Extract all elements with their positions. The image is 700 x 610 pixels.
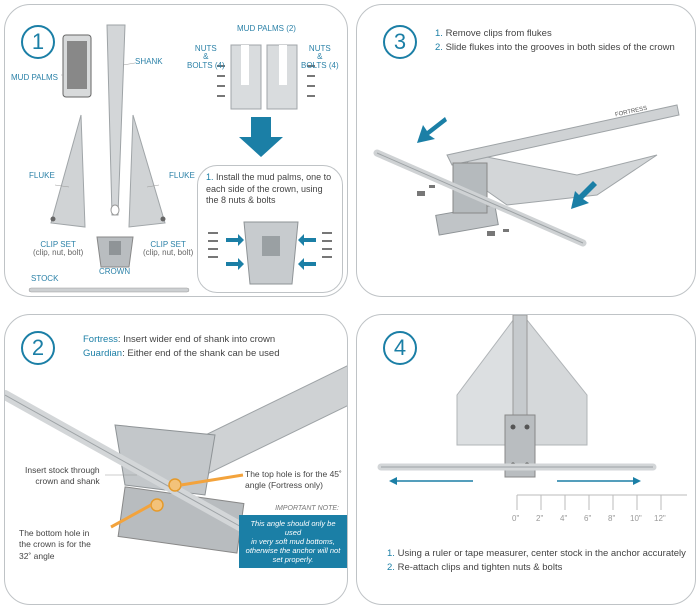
fortress-instruction: Fortress: Insert wider end of shank into… [83, 334, 276, 345]
step-number: 3 [383, 25, 417, 59]
instruction-2: 2. Re-attach clips and tighten nuts & bo… [387, 561, 563, 573]
nuts-bolts-left-label: NUTS&BOLTS (4) [187, 44, 225, 70]
crown-label: CROWN [99, 267, 131, 276]
ruler-tick-label: 0" [512, 514, 520, 523]
ruler-tick-label: 2" [536, 514, 544, 523]
step2-instructions: Fortress: Insert wider end of shank into… [83, 333, 279, 361]
ruler-tick-label: 6" [584, 514, 592, 523]
instruction-1: 1. Using a ruler or tape measurer, cente… [387, 548, 686, 559]
step-number: 2 [21, 331, 55, 365]
stock-label: STOCK [31, 274, 59, 283]
step3-instructions: 1. Remove clips from flukes 2. Slide flu… [435, 27, 675, 55]
panel-step-3: 3 1. Remove clips from flukes 2. Slide f… [356, 4, 696, 297]
fluke-right-label: FLUKE [169, 171, 195, 180]
clip-set-left-label: CLIP SET(clip, nut, bolt) [33, 240, 84, 258]
parts-illustration [28, 24, 315, 293]
ruler-tick-label: 8" [608, 514, 616, 523]
panel-step-2: 2 Fortress: Insert wider end of shank in… [4, 314, 348, 605]
step-number: 1 [21, 25, 55, 59]
top-hole-label: The top hole is for the 45˚angle (Fortre… [245, 469, 342, 491]
stock-centering-illustration [377, 315, 687, 510]
ruler-tick-label: 10" [630, 514, 642, 523]
clip-set-right-label: CLIP SET(clip, nut, bolt) [143, 240, 194, 258]
instruction-1: 1. Remove clips from flukes [435, 28, 552, 39]
step-number: 4 [383, 331, 417, 365]
mud-palm-install-box: 1. Install the mud palms, one to each si… [197, 165, 343, 293]
mud-palms-count-label: MUD PALMS (2) [237, 24, 296, 33]
mud-palms-label: MUD PALMS [11, 73, 58, 82]
panel-step-1: 1 [4, 4, 348, 297]
fluke-left-label: FLUKE [29, 171, 55, 180]
instruction-2: 2. Slide flukes into the grooves in both… [435, 41, 675, 53]
step4-instructions: 1. Using a ruler or tape measurer, cente… [387, 547, 686, 575]
ruler-tick-label: 4" [560, 514, 568, 523]
panel-step-4: 4 0" 2" 4" 6" 8" 10" 12" 1. Using a rule… [356, 314, 696, 605]
nuts-bolts-right-label: NUTS&BOLTS (4) [301, 44, 339, 70]
guardian-instruction: Guardian: Either end of the shank can be… [83, 347, 280, 359]
important-note-title: IMPORTANT NOTE: [275, 505, 339, 512]
shank-label: SHANK [135, 57, 163, 66]
ruler-tick-label: 12" [654, 514, 666, 523]
mud-palm-instruction: 1. Install the mud palms, one to each si… [206, 172, 332, 206]
shank-insertion-illustration [5, 365, 347, 554]
fluke-assembly-illustration [373, 104, 680, 247]
